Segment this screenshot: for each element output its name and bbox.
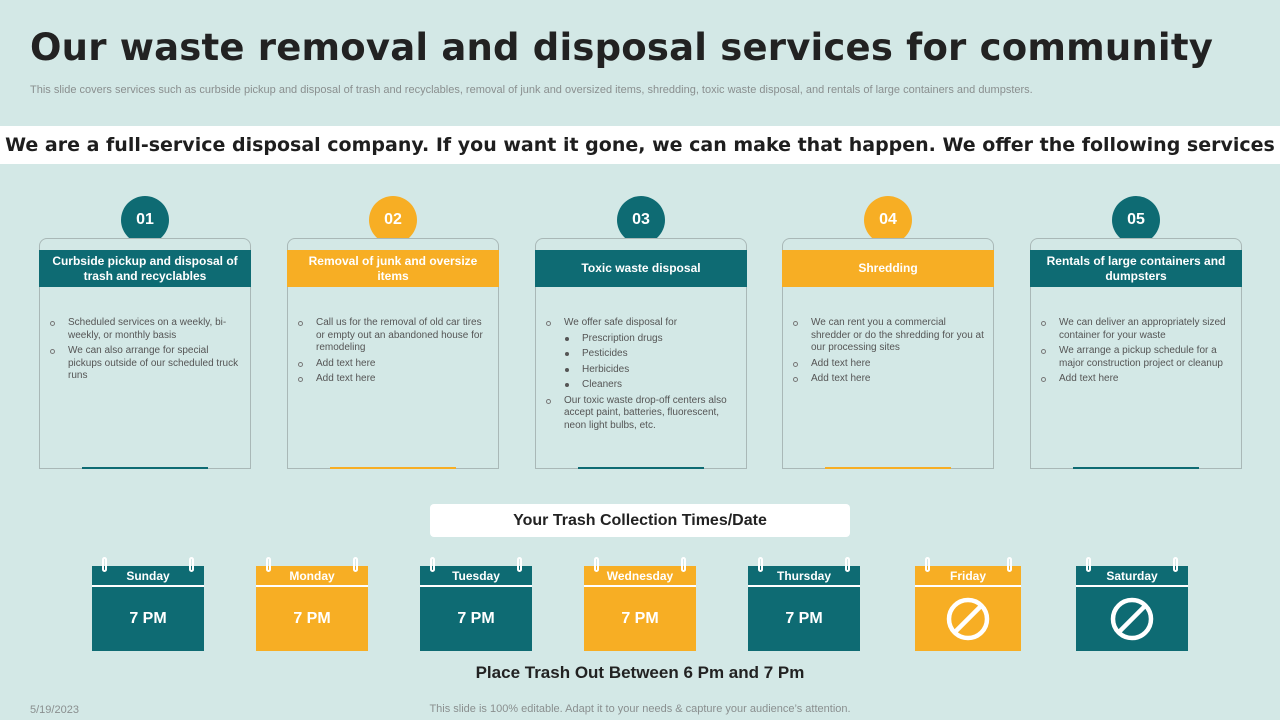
service-details: Scheduled services on a weekly, bi-weekl… [48,317,244,386]
calendar-day-label: Friday [915,566,1021,587]
service-number-badge: 04 [864,196,912,244]
service-bullet: We can deliver an appropriately sized co… [1039,317,1235,342]
service-card: Rentals of large containers and dumpster… [1030,238,1242,469]
collection-time: 7 PM [420,587,532,651]
card-accent-line [578,467,704,469]
calendar-day-friday: Friday [915,557,1021,651]
service-bullet: Our toxic waste drop-off centers also ac… [544,395,740,433]
service-heading: Rentals of large containers and dumpster… [1030,250,1242,287]
service-heading: Removal of junk and oversize items [287,250,499,287]
calendar-ring-icon [189,557,194,572]
service-bullet: Call us for the removal of old car tires… [296,317,492,355]
collection-time: 7 PM [92,587,204,651]
service-number-badge: 02 [369,196,417,244]
calendar-ring-icon [517,557,522,572]
no-service-icon [1076,587,1188,651]
service-bullet: Add text here [296,373,492,386]
service-subbullet: Herbicides [544,364,740,377]
collection-time: 7 PM [748,587,860,651]
calendar-day-label: Wednesday [584,566,696,587]
service-number-badge: 05 [1112,196,1160,244]
service-heading: Shredding [782,250,994,287]
calendar-ring-icon [1086,557,1091,572]
collection-time: 7 PM [584,587,696,651]
service-number-badge: 01 [121,196,169,244]
service-bullet: Add text here [791,373,987,386]
collection-times-title: Your Trash Collection Times/Date [430,504,850,537]
service-bullet: Scheduled services on a weekly, bi-weekl… [48,317,244,342]
service-bullet: Add text here [791,358,987,371]
service-heading: Toxic waste disposal [535,250,747,287]
service-subbullet: Cleaners [544,379,740,392]
calendar-ring-icon [1007,557,1012,572]
calendar-ring-icon [1173,557,1178,572]
service-bullet: Add text here [1039,373,1235,386]
placement-note: Place Trash Out Between 6 Pm and 7 Pm [475,663,805,682]
service-subbullet: Prescription drugs [544,333,740,346]
page-subtitle: This slide covers services such as curbs… [30,84,1033,96]
service-number-badge: 03 [617,196,665,244]
calendar-ring-icon [681,557,686,572]
card-accent-line [82,467,208,469]
service-details: We can deliver an appropriately sized co… [1039,317,1235,389]
service-bullet: We can also arrange for special pickups … [48,345,244,383]
calendar-ring-icon [845,557,850,572]
service-bullet: We can rent you a commercial shredder or… [791,317,987,355]
card-accent-line [1073,467,1199,469]
calendar-ring-icon [266,557,271,572]
no-service-icon [915,587,1021,651]
service-bullet: We offer safe disposal for [544,317,740,330]
page-title: Our waste removal and disposal services … [30,26,1214,69]
calendar-ring-icon [758,557,763,572]
calendar-day-label: Monday [256,566,368,587]
calendar-ring-icon [430,557,435,572]
calendar-ring-icon [102,557,107,572]
service-bullet: We arrange a pickup schedule for a major… [1039,345,1235,370]
service-card: Shredding We can rent you a commercial sh… [782,238,994,469]
calendar-day-label: Saturday [1076,566,1188,587]
service-subbullet: Pesticides [544,348,740,361]
calendar-ring-icon [925,557,930,572]
card-accent-line [330,467,456,469]
slide-footer: This slide is 100% editable. Adapt it to… [429,703,851,715]
service-card: Curbside pickup and disposal of trash an… [39,238,251,469]
service-bullet: Add text here [296,358,492,371]
calendar-ring-icon [594,557,599,572]
collection-time: 7 PM [256,587,368,651]
calendar-day-label: Tuesday [420,566,532,587]
slide-date: 5/19/2023 [30,704,79,716]
service-details: Call us for the removal of old car tires… [296,317,492,389]
service-heading: Curbside pickup and disposal of trash an… [39,250,251,287]
calendar-ring-icon [353,557,358,572]
service-card: Toxic waste disposal We offer safe dispos… [535,238,747,469]
card-accent-line [825,467,951,469]
calendar-day-saturday: Saturday [1076,557,1188,651]
service-banner: We are a full-service disposal company. … [0,126,1280,164]
calendar-day-label: Thursday [748,566,860,587]
service-details: We can rent you a commercial shredder or… [791,317,987,389]
calendar-day-label: Sunday [92,566,204,587]
